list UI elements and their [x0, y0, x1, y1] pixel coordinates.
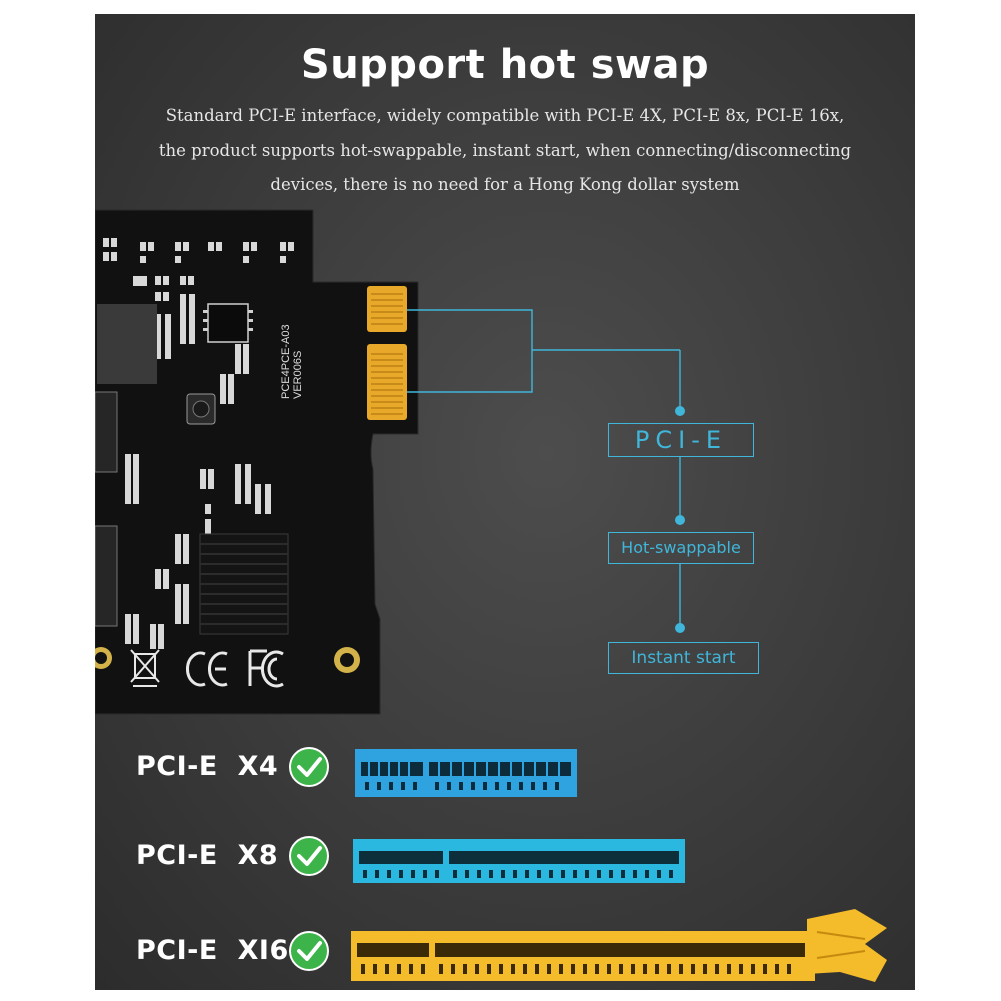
- slot-label-x16: PCI-E XI6: [136, 935, 289, 966]
- product-banner: PCE4PCE-A03 VER006S: [95, 14, 915, 990]
- check-icon: [289, 931, 329, 971]
- check-icon: [289, 747, 329, 787]
- page-title: Support hot swap: [300, 42, 710, 88]
- pcie-card: [95, 209, 419, 715]
- board-version-text: VER006S: [292, 351, 304, 399]
- flow-step-instant-start: Instant start: [608, 642, 759, 674]
- gold-fingers: [367, 286, 407, 420]
- ce-mark-icon: [186, 651, 228, 687]
- slot-label-x4: PCI-E X4: [136, 751, 279, 782]
- banner-artwork: PCE4PCE-A03 VER006S: [95, 209, 887, 982]
- check-icon: [289, 836, 329, 876]
- description-line-3: devices, there is no need for a Hong Kon…: [270, 175, 740, 194]
- board-silkscreen: PCE4PCE-A03 VER006S: [280, 324, 304, 399]
- flow-connector: [407, 309, 681, 628]
- flow-step-hot-swappable: Hot-swappable: [608, 532, 754, 564]
- description-line-2: the product supports hot-swappable, inst…: [158, 141, 852, 160]
- slot-x8: [353, 839, 685, 883]
- flow-step-pcie: PCI-E: [608, 423, 754, 457]
- weee-icon: [130, 649, 160, 687]
- flow-node: [675, 623, 685, 633]
- description-line-1: Standard PCI-E interface, widely compati…: [165, 106, 845, 125]
- board-model-text: PCE4PCE-A03: [280, 324, 292, 399]
- slot-label-x8: PCI-E X8: [136, 840, 279, 871]
- slot-x16: [351, 909, 887, 982]
- flow-node: [675, 515, 685, 525]
- slot-x4: [355, 749, 577, 797]
- fc-mark-icon: [248, 649, 284, 688]
- flow-node: [675, 406, 685, 416]
